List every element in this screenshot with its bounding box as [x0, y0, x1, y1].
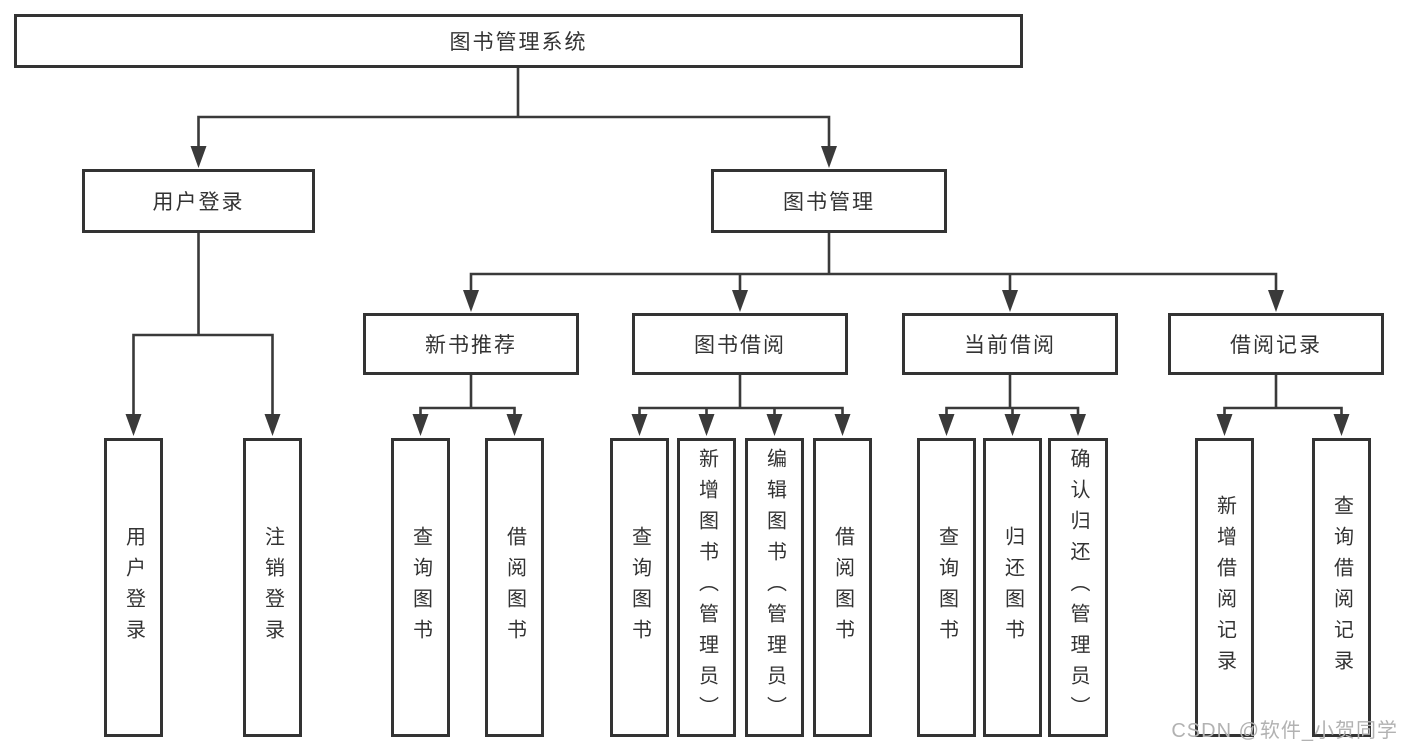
arrow-to-leaf-current-query: [938, 414, 955, 436]
node-library-system-label: 图书管理系统: [449, 31, 588, 54]
connector-current-to-leaves: [945, 375, 1080, 420]
node-user-login: 用户登录: [82, 169, 315, 233]
node-new-book-recommend-label: 新书推荐: [425, 334, 517, 357]
node-library-system: 图书管理系统: [14, 14, 1023, 68]
leaf-recommend-borrow-book-label: 借阅图书: [503, 525, 526, 650]
node-current-borrow-label: 当前借阅: [964, 334, 1056, 357]
leaf-recommend-borrow-book: 借阅图书: [485, 438, 544, 737]
arrow-to-user-login: [190, 146, 207, 168]
arrow-to-leaf-logout: [264, 414, 281, 436]
node-borrow-records: 借阅记录: [1168, 313, 1384, 375]
leaf-logout-label: 注销登录: [261, 525, 284, 650]
node-book-management-label: 图书管理: [783, 191, 875, 214]
leaf-manage-edit-book: 编辑图书（管理员）: [745, 438, 804, 737]
leaf-logout: 注销登录: [243, 438, 302, 737]
arrow-to-leaf-recommend-query: [412, 414, 429, 436]
arrow-to-leaf-manage-edit: [766, 414, 783, 436]
arrow-to-leaf-manage-add: [698, 414, 715, 436]
node-borrow-records-label: 借阅记录: [1230, 334, 1322, 357]
leaf-user-login: 用户登录: [104, 438, 163, 737]
node-book-borrow-label: 图书借阅: [694, 334, 786, 357]
leaf-user-login-label: 用户登录: [122, 525, 145, 650]
connector-mgmt-to-level3: [469, 233, 1278, 294]
node-user-login-label: 用户登录: [152, 191, 245, 214]
node-new-book-recommend: 新书推荐: [363, 313, 579, 375]
node-current-borrow: 当前借阅: [902, 313, 1118, 375]
arrow-to-book-borrow: [732, 290, 748, 312]
leaf-recommend-query-book-label: 查询图书: [409, 525, 432, 650]
watermark: CSDN @软件_小贺同学: [1171, 720, 1398, 742]
leaf-records-add-record-label: 新增借阅记录: [1213, 494, 1236, 681]
connector-login-to-leaves: [132, 233, 274, 420]
arrow-to-leaf-manage-query: [631, 414, 648, 436]
leaf-current-query-book-label: 查询图书: [935, 525, 958, 650]
leaf-current-return-book: 归还图书: [983, 438, 1042, 737]
arrow-to-borrow-records: [1268, 290, 1284, 312]
leaf-manage-query-book-label: 查询图书: [628, 525, 651, 650]
connector-borrow-to-leaves: [638, 375, 844, 420]
arrow-to-leaf-manage-borrow: [834, 414, 851, 436]
arrow-to-new-book-recommend: [463, 290, 479, 312]
leaf-current-confirm-return-label: 确认归还（管理员）: [1067, 448, 1089, 727]
connector-root-to-level2: [197, 68, 831, 150]
node-book-management: 图书管理: [711, 169, 947, 233]
leaf-manage-query-book: 查询图书: [610, 438, 669, 737]
leaf-current-return-book-label: 归还图书: [1001, 525, 1024, 650]
leaf-current-confirm-return: 确认归还（管理员）: [1048, 438, 1108, 737]
arrow-to-book-management: [821, 146, 837, 168]
leaf-records-query-record-label: 查询借阅记录: [1330, 494, 1353, 681]
leaf-records-add-record: 新增借阅记录: [1195, 438, 1254, 737]
leaf-current-query-book: 查询图书: [917, 438, 976, 737]
leaf-manage-borrow-book-label: 借阅图书: [831, 525, 854, 650]
arrow-to-leaf-current-confirm: [1070, 414, 1086, 436]
node-book-borrow: 图书借阅: [632, 313, 848, 375]
arrow-to-leaf-records-query: [1333, 414, 1350, 436]
leaf-recommend-query-book: 查询图书: [391, 438, 450, 737]
leaf-manage-edit-book-label: 编辑图书（管理员）: [763, 448, 786, 727]
leaf-manage-add-book: 新增图书（管理员）: [677, 438, 736, 737]
connector-recommend-to-leaves: [419, 375, 516, 420]
arrow-to-leaf-user-login: [125, 414, 142, 436]
leaf-manage-add-book-label: 新增图书（管理员）: [695, 448, 718, 727]
arrow-to-leaf-records-add: [1216, 414, 1233, 436]
arrow-to-current-borrow: [1002, 290, 1018, 312]
leaf-manage-borrow-book: 借阅图书: [813, 438, 872, 737]
leaf-records-query-record: 查询借阅记录: [1312, 438, 1371, 737]
arrow-to-leaf-recommend-borrow: [506, 414, 523, 436]
connector-records-to-leaves: [1223, 375, 1343, 420]
arrow-to-leaf-current-return: [1004, 414, 1021, 436]
